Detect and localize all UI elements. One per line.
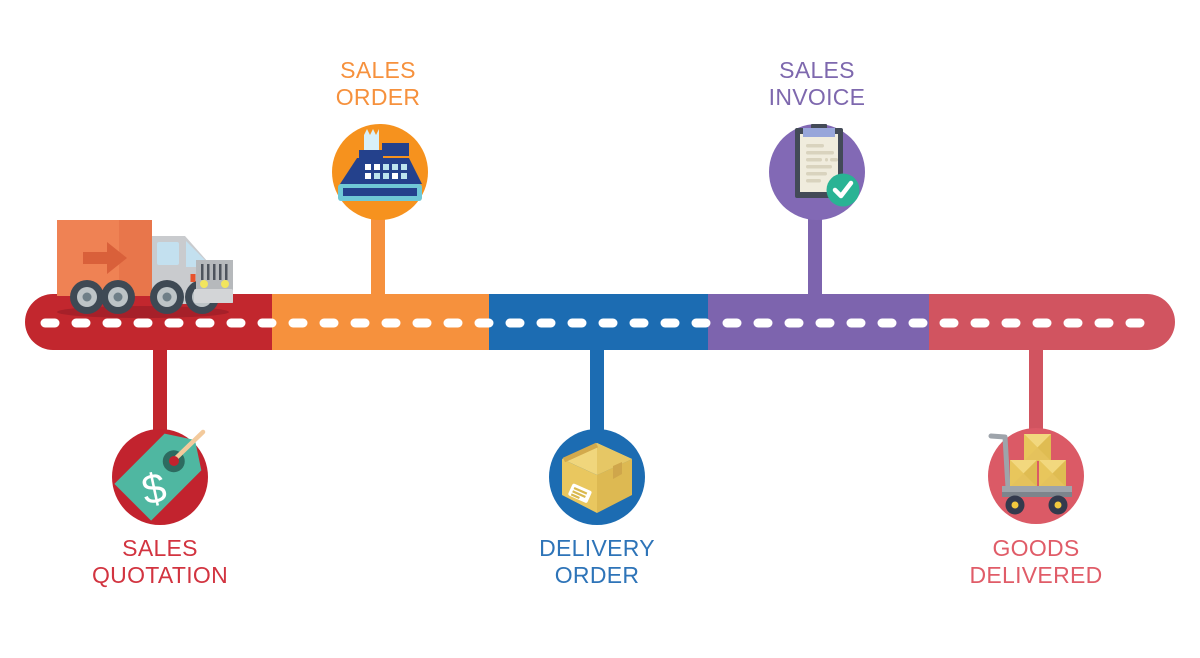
road-segment-goods-delivered: [929, 294, 1175, 350]
parcel-boxes: [1010, 434, 1066, 487]
delivery-truck-icon: [57, 220, 233, 318]
label-line: QUOTATION: [91, 562, 228, 588]
label-line: SALES: [122, 535, 198, 561]
sales-order-label: SALES ORDER: [248, 57, 508, 111]
delivery-order-node: [549, 429, 645, 525]
label-line: INVOICE: [768, 84, 866, 110]
truck-shadow: [57, 306, 229, 318]
arrow-right-icon: [83, 242, 127, 274]
sales-quotation-label: SALES QUOTATION: [30, 535, 290, 589]
hand-truck-icon: [988, 433, 1072, 515]
sales-invoice-connector: [808, 205, 822, 300]
sales-order-node: [332, 124, 428, 220]
goods-delivered-connector: [1029, 340, 1043, 435]
sales-quotation-connector: [153, 340, 167, 440]
cash-register-icon: [338, 129, 422, 201]
sales-order-connector: [371, 205, 385, 300]
label-line: DELIVERED: [969, 562, 1103, 588]
label-line: GOODS: [992, 535, 1080, 561]
delivery-order-connector: [590, 340, 604, 440]
label-line: ORDER: [554, 562, 640, 588]
road-segment-delivery-order: [489, 294, 708, 350]
road-segment-sales-order: [272, 294, 489, 350]
goods-delivered-label: GOODS DELIVERED: [906, 535, 1166, 589]
package-box-icon: [562, 442, 632, 513]
delivery-order-label: DELIVERY ORDER: [467, 535, 727, 589]
headlight: [221, 280, 229, 288]
goods-delivered-node: [988, 428, 1084, 524]
invoice-clipboard-icon: [795, 124, 860, 207]
sales-invoice-label: SALES INVOICE: [687, 57, 947, 111]
headlight: [200, 280, 208, 288]
label-line: ORDER: [335, 84, 421, 110]
price-tag-icon: $: [114, 429, 206, 521]
road-segment-sales-invoice: [708, 294, 929, 350]
sales-invoice-node: [769, 124, 865, 220]
sales-quotation-node: $: [112, 429, 208, 525]
label-line: SALES: [779, 57, 855, 83]
label-line: DELIVERY: [539, 535, 655, 561]
label-line: SALES: [340, 57, 416, 83]
